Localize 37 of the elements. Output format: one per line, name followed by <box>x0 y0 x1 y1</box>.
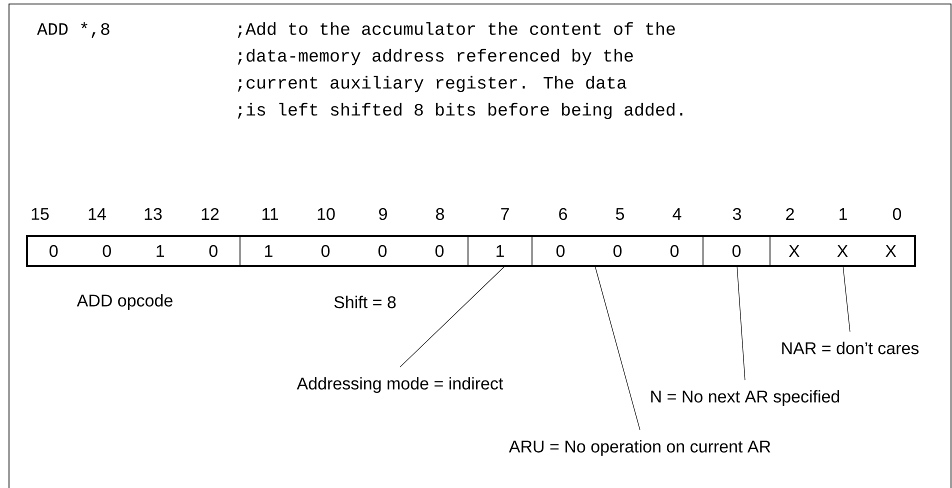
bit-field: 0 <box>702 236 770 266</box>
bit-number: 9 <box>379 208 387 220</box>
code-line: ;current auxiliary register. The data <box>238 76 626 92</box>
leader-line <box>594 266 640 430</box>
bit-number: 6 <box>559 208 567 220</box>
leader-line <box>842 266 850 332</box>
code-line: ADD *,8 <box>37 22 110 38</box>
leader-line <box>400 266 506 368</box>
field-caption: Shift = 8 <box>334 296 396 308</box>
bit-field: 0 0 1 0 <box>26 236 240 266</box>
bit-number: 2 <box>786 208 794 220</box>
bit-number: 3 <box>732 208 741 220</box>
bit-number: 10 <box>318 208 335 220</box>
bit-field: 0 0 0 <box>532 236 704 266</box>
bit-field: 1 0 0 0 <box>240 236 468 266</box>
field-description: Addressing mode = indirect <box>296 377 504 393</box>
field-description: N = No next AR specified <box>651 390 840 406</box>
field-description: NAR = don’t cares <box>782 342 919 354</box>
field-caption: ADD opcode <box>76 294 172 310</box>
bit-number: 7 <box>501 208 509 220</box>
bit-number: 5 <box>616 208 624 220</box>
code-line: ;Add to the accumulator the content of the <box>238 22 675 38</box>
leader-line <box>736 266 746 380</box>
bit-number: 0 <box>892 208 902 220</box>
code-line: ;is left shifted 8 bits before being added. <box>238 102 682 120</box>
bit-number: 15 <box>32 208 49 220</box>
bit-number: 4 <box>672 208 682 220</box>
bit-number: 13 <box>144 208 162 220</box>
bit-number: 12 <box>202 208 219 220</box>
bit-number: 11 <box>262 208 278 220</box>
code-line: ;data-memory address referenced by the <box>238 48 633 66</box>
bit-number: 8 <box>436 208 444 220</box>
bit-number: 1 <box>840 208 847 220</box>
field-description: ARU = No operation on current AR <box>508 440 770 456</box>
bit-field: 1 <box>468 236 532 266</box>
bit-field: X X X <box>770 236 916 266</box>
bit-number: 14 <box>88 208 106 220</box>
